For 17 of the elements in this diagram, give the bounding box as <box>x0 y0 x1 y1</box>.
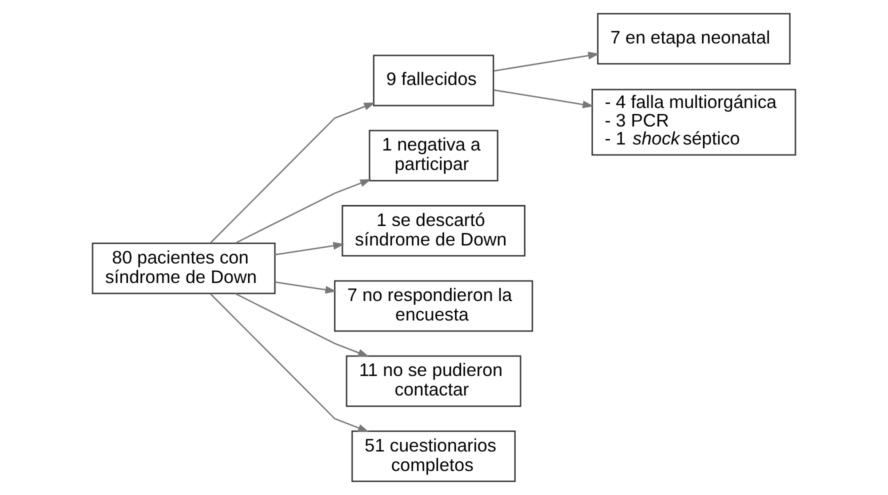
node-box: 9 fallecidos <box>373 54 494 106</box>
node-box: 1 negativa a participar <box>368 130 498 182</box>
arrow <box>235 292 370 357</box>
arrow <box>494 52 600 72</box>
node-box: 51 cuestionarios completos <box>351 430 516 482</box>
node-box: - 4 falla multiorgánica - 3 PCR - 1 shock séptico <box>592 88 796 156</box>
arrow <box>274 281 336 294</box>
arrow <box>210 293 370 432</box>
node-box: 7 en etapa neonatal <box>597 12 791 64</box>
arrow <box>235 179 372 244</box>
arrow <box>274 242 344 256</box>
node-box: 7 no respondieron la encuesta <box>334 280 534 332</box>
node-box: 80 pacientes con síndrome de Down <box>92 242 276 294</box>
node-box: 11 no se pudieron contactar <box>346 355 522 407</box>
node-box: 1 se descartó síndrome de Down <box>342 205 526 257</box>
arrow <box>210 102 376 244</box>
arrow <box>494 89 594 108</box>
